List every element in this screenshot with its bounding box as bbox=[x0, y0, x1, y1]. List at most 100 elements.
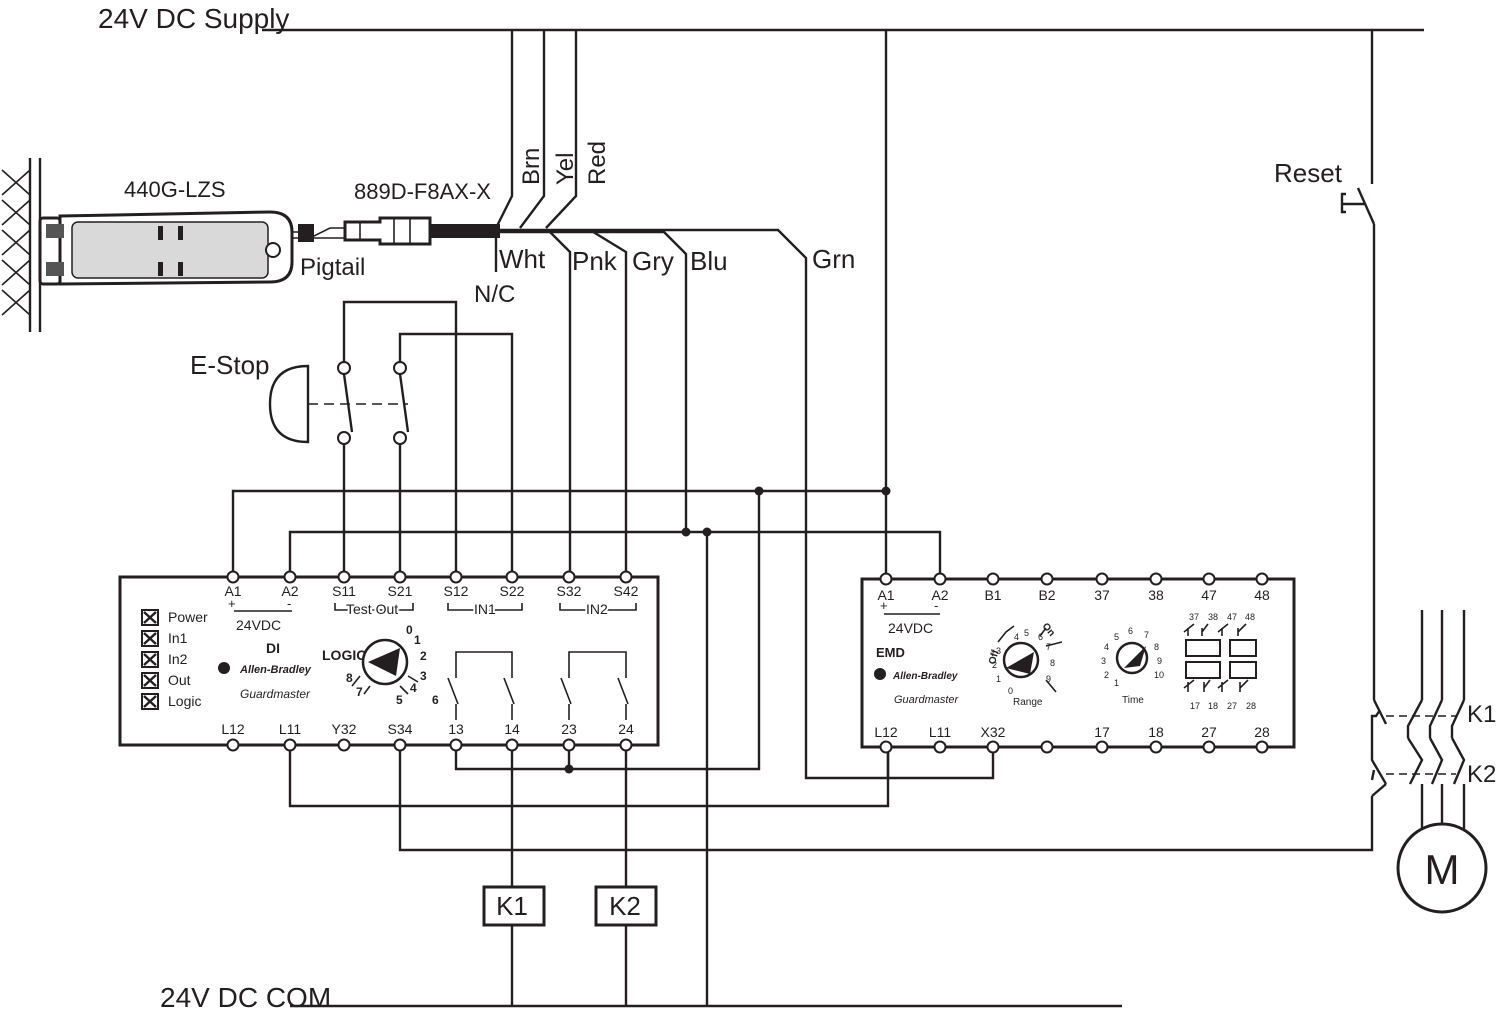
emd-top-terminal-label: A1 bbox=[877, 587, 894, 603]
di-dial-number: 3 bbox=[420, 669, 427, 683]
wire-wht-label: Wht bbox=[499, 244, 546, 274]
emd-top-terminal bbox=[1040, 572, 1054, 586]
di-bottom-terminal bbox=[449, 738, 463, 752]
di-dial-number: 0 bbox=[406, 623, 413, 637]
reset-label: Reset bbox=[1274, 158, 1343, 188]
di-top-terminal bbox=[337, 570, 351, 584]
di-top-terminal bbox=[449, 570, 463, 584]
emd-range-number: 5 bbox=[1024, 628, 1029, 638]
emd-range-number: 2 bbox=[992, 660, 997, 670]
emd-top-terminal-label: 48 bbox=[1254, 587, 1270, 603]
led-label: Logic bbox=[168, 693, 201, 709]
di-top-terminal bbox=[393, 570, 407, 584]
led-label: Out bbox=[168, 672, 191, 688]
di-logic-dial-icon bbox=[351, 638, 419, 695]
di-top-terminal bbox=[505, 570, 519, 584]
emd-top-terminal-label: B1 bbox=[984, 587, 1001, 603]
di-brand-label: Allen-Bradley bbox=[239, 664, 312, 676]
emd-minus: - bbox=[934, 598, 938, 613]
di-test-out-label: Test Out bbox=[346, 601, 398, 617]
emd-sub-brand-label: Guardmaster bbox=[894, 694, 960, 706]
di-bottom-terminal-label: 14 bbox=[504, 721, 520, 737]
di-bottom-terminal-label: Y32 bbox=[332, 721, 357, 737]
emd-top-terminal bbox=[879, 572, 893, 586]
emd-off-label: Off bbox=[987, 648, 1002, 665]
bus-wiring bbox=[231, 30, 1374, 1006]
di-bottom-terminal-label: S34 bbox=[388, 721, 413, 737]
emd-supply-label: 24VDC bbox=[888, 620, 933, 636]
ab-logo-icon bbox=[218, 662, 230, 674]
coil-k1: K1 bbox=[482, 885, 546, 927]
di-sub-brand-label: Guardmaster bbox=[240, 687, 311, 701]
di-in2-label: IN2 bbox=[586, 601, 608, 617]
emd-time-number: 2 bbox=[1104, 670, 1109, 680]
di-minus: - bbox=[287, 596, 291, 611]
di-in1-label: IN1 bbox=[474, 601, 496, 617]
emd-time-label: Time bbox=[1122, 695, 1144, 706]
ab-logo-icon bbox=[874, 668, 886, 680]
emd-time-number: 3 bbox=[1101, 656, 1106, 666]
emd-brand-label: Allen-Bradley bbox=[892, 671, 958, 682]
emd-bottom-terminal bbox=[1040, 740, 1054, 754]
led-indicator-icon bbox=[141, 672, 159, 689]
emd-contact-number: 47 bbox=[1227, 612, 1237, 622]
di-bottom-terminal bbox=[505, 738, 519, 752]
di-top-terminal-label: S11 bbox=[332, 583, 356, 599]
emd-range-number: 4 bbox=[1014, 632, 1019, 642]
emd-time-number: 10 bbox=[1154, 670, 1164, 680]
supply-rail: 24V DC Supply bbox=[98, 3, 1424, 34]
emd-plus: + bbox=[880, 598, 888, 613]
led-indicator-icon bbox=[141, 651, 159, 668]
di-bottom-terminal bbox=[226, 738, 240, 752]
di-top-terminal-label: A1 bbox=[224, 583, 241, 599]
emd-range-number: 8 bbox=[1050, 658, 1055, 668]
estop: E-Stop bbox=[190, 300, 514, 577]
wire-nc-label: N/C bbox=[474, 281, 515, 308]
emd-contact-number: 28 bbox=[1246, 701, 1256, 711]
led-indicator-icon bbox=[141, 693, 159, 710]
di-top-terminal-label: S42 bbox=[614, 583, 639, 599]
di-dial-number: 6 bbox=[432, 693, 439, 707]
emd-top-terminal bbox=[1202, 572, 1216, 586]
emd-bottom-terminal bbox=[1149, 740, 1163, 754]
emd-top-terminal-label: 38 bbox=[1148, 587, 1164, 603]
emd-time-number: 1 bbox=[1114, 678, 1119, 688]
emd-range-number: 6 bbox=[1038, 632, 1043, 642]
di-top-terminal-label: A2 bbox=[281, 583, 298, 599]
led-label: Power bbox=[168, 609, 208, 625]
coil-k2-label: K2 bbox=[609, 891, 641, 921]
led-indicator-icon bbox=[141, 609, 159, 626]
emd-time-number: 4 bbox=[1104, 642, 1109, 652]
emd-bottom-terminal bbox=[1255, 740, 1269, 754]
di-dial-number: 2 bbox=[420, 649, 427, 663]
pigtail-label: Pigtail bbox=[300, 254, 365, 281]
emd-bottom-terminal-label: L12 bbox=[874, 724, 898, 740]
di-bottom-terminal-label: 13 bbox=[448, 721, 464, 737]
switch-model-label: 440G-LZS bbox=[124, 177, 226, 202]
emd-top-terminal bbox=[1149, 572, 1163, 586]
emd-bottom-terminal bbox=[879, 740, 893, 754]
common-rail: 24V DC COM bbox=[160, 982, 1122, 1013]
di-bottom-terminal bbox=[562, 738, 576, 752]
wire-blu-label: Blu bbox=[690, 246, 728, 276]
emd-contact-number: 37 bbox=[1189, 612, 1199, 622]
motor-label: M bbox=[1425, 846, 1460, 893]
contactors: K1 K2 bbox=[1370, 610, 1496, 834]
safety-switch: 440G-LZS bbox=[38, 177, 294, 286]
di-bottom-terminal-label: 23 bbox=[561, 721, 577, 737]
emd-time-number: 7 bbox=[1144, 630, 1149, 640]
emd-time-number: 8 bbox=[1154, 642, 1159, 652]
emd-range-number: 7 bbox=[1046, 642, 1051, 652]
supply-rail-label: 24V DC Supply bbox=[98, 3, 289, 34]
led-label: In1 bbox=[168, 630, 188, 646]
common-rail-label: 24V DC COM bbox=[160, 982, 331, 1013]
emd-bottom-terminal bbox=[1202, 740, 1216, 754]
